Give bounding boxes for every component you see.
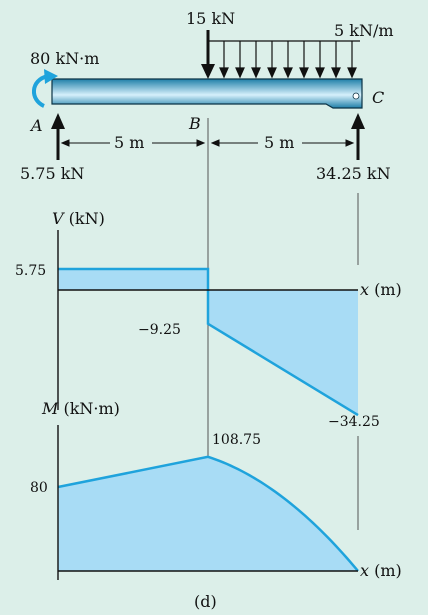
moment-area	[58, 456, 358, 571]
span-ab-label: 5 m	[114, 133, 144, 152]
shear-value-max: 5.75	[15, 263, 46, 279]
reaction-a-label: 5.75 kN	[20, 164, 84, 183]
moment-diagram: M (kN·m) x (m) 80 108.75	[30, 399, 402, 580]
shear-value-b: −9.25	[138, 322, 181, 338]
moment-value-a: 80	[30, 480, 48, 496]
point-load-arrow	[201, 30, 215, 79]
label-b: B	[188, 114, 201, 133]
shear-diagram: V (kN) x (m) 5.75 −9.25 −34.25	[15, 209, 402, 430]
distributed-load-label: 5 kN/m	[334, 21, 394, 40]
label-a: A	[29, 116, 43, 135]
reaction-c-label: 34.25 kN	[316, 164, 391, 183]
distributed-load-arrows	[208, 40, 360, 79]
moment-arrow	[32, 69, 58, 108]
moment-label: 80 kN·m	[30, 49, 99, 68]
pin-c	[352, 92, 360, 100]
distributed-load-arrow-set	[219, 41, 357, 79]
figure-caption: (d)	[194, 592, 217, 611]
reaction-a-arrow	[51, 113, 65, 160]
moment-x-axis-title: x (m)	[360, 561, 402, 580]
beam-group: 15 kN 5 kN/m 80 kN·m A B C	[20, 9, 394, 183]
point-load-label: 15 kN	[186, 9, 235, 28]
span-bc-label: 5 m	[264, 133, 294, 152]
shear-area	[58, 269, 358, 416]
shear-value-c: −34.25	[328, 414, 380, 430]
dimension-line	[60, 139, 355, 147]
shear-axis-title: V (kN)	[52, 209, 105, 228]
shear-x-axis-title: x (m)	[360, 280, 402, 299]
label-c: C	[372, 88, 384, 107]
moment-axis-title: M (kN·m)	[41, 399, 120, 418]
moment-value-b: 108.75	[212, 432, 261, 448]
shear-curve	[58, 267, 359, 417]
reaction-c-arrow	[351, 113, 365, 160]
moment-curve	[57, 455, 359, 572]
beam-body	[51, 78, 363, 109]
